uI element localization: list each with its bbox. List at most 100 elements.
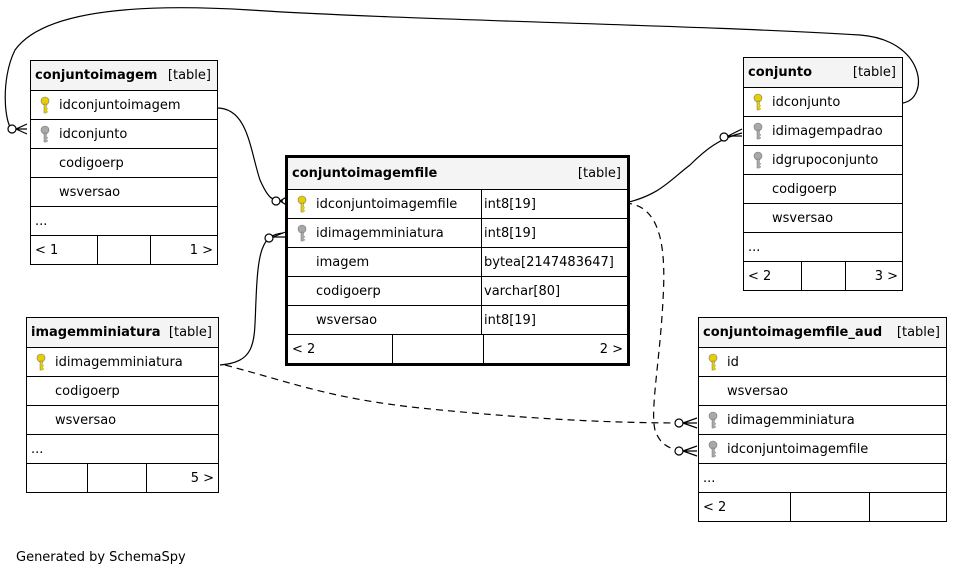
column-icon-slot [744, 151, 772, 169]
column-name: id [727, 354, 739, 370]
link-imagemminiatura-conjuntoimagemfile [219, 232, 284, 366]
column-name: idconjunto [772, 94, 841, 110]
column-name: codigoerp [59, 155, 124, 171]
table-type: [table] [577, 166, 621, 181]
parents-count [27, 464, 87, 492]
column-row[interactable]: wsversao [699, 377, 946, 406]
column-name: wsversao [772, 210, 834, 226]
table-header: conjuntoimagemfile_aud [table] [699, 318, 946, 348]
parents-count[interactable]: < 1 [35, 242, 59, 258]
table-header: conjuntoimagemfile [table] [288, 158, 627, 190]
table-name: imagemminiatura [31, 325, 161, 340]
column-row[interactable]: wsversao [31, 178, 217, 207]
column-row[interactable]: idimagemminiatura [27, 348, 218, 377]
children-count [869, 493, 946, 521]
column-name: idimagemminiatura [55, 354, 183, 370]
parents-count[interactable]: < 2 [292, 341, 316, 357]
column-icon-slot [744, 93, 772, 111]
column-type: bytea[2147483647] [481, 248, 627, 276]
table-header: conjunto [table] [744, 58, 902, 88]
column-row[interactable]: idgrupoconjunto [744, 146, 902, 175]
column-icon-slot [31, 96, 59, 114]
link-end-circle [674, 418, 684, 428]
table-name: conjuntoimagem [35, 68, 158, 83]
column-name: idimagempadrao [772, 123, 883, 139]
table-type: [table] [168, 325, 212, 340]
foreign-key-icon [753, 122, 763, 140]
primary-key-icon [36, 353, 46, 371]
table-type: [table] [852, 65, 896, 80]
column-name: idimagemminiatura [727, 412, 855, 428]
children-count[interactable]: 2 > [483, 335, 627, 363]
table-conjuntoimagemfile-aud[interactable]: conjuntoimagemfile_aud [table] id wsversa… [698, 317, 947, 522]
column-row[interactable]: codigoerp [31, 149, 217, 178]
primary-key-icon [708, 353, 718, 371]
column-name: wsversao [316, 312, 378, 328]
column-row[interactable]: idconjuntoimagemfile [699, 435, 946, 464]
table-footer: 5 > [27, 464, 218, 492]
primary-key-icon [753, 93, 763, 111]
column-row[interactable]: idconjuntoimagem [31, 91, 217, 120]
column-row[interactable]: codigoerp [744, 175, 902, 204]
column-row[interactable]: idimagempadrao [744, 117, 902, 146]
children-count[interactable]: 1 > [150, 236, 217, 264]
footer-middle [97, 236, 150, 264]
column-name: wsversao [59, 184, 121, 200]
table-footer: < 2 3 > [744, 262, 902, 290]
column-type: int8[19] [481, 190, 627, 218]
link-end-circle [264, 233, 274, 243]
column-name: wsversao [55, 412, 117, 428]
link-imagemminiatura-aud [224, 364, 687, 424]
column-name: codigoerp [316, 283, 381, 299]
table-footer: < 2 2 > [288, 335, 627, 363]
primary-key-icon [297, 195, 307, 213]
table-type: [table] [167, 68, 211, 83]
column-row[interactable]: idconjunto [31, 120, 217, 149]
table-footer: < 1 1 > [31, 236, 217, 264]
parents-count[interactable]: < 2 [748, 268, 772, 284]
generated-by-label: Generated by SchemaSpy [16, 550, 186, 565]
column-row[interactable]: wsversao [744, 204, 902, 233]
column-icon-slot [699, 353, 727, 371]
foreign-key-icon [708, 411, 718, 429]
column-icon-slot [31, 125, 59, 143]
column-icon-slot [699, 440, 727, 458]
column-row[interactable]: idconjunto [744, 88, 902, 117]
foreign-key-icon [297, 224, 307, 242]
footer-middle [392, 335, 483, 363]
crows-foot-icon [682, 417, 698, 429]
table-header: imagemminiatura [table] [27, 318, 218, 348]
table-footer: < 2 [699, 493, 946, 521]
foreign-key-icon [753, 151, 763, 169]
foreign-key-icon [40, 125, 50, 143]
column-row[interactable]: wsversao [27, 406, 218, 435]
column-row[interactable]: idimagemminiatura [699, 406, 946, 435]
table-name: conjuntoimagemfile_aud [703, 325, 883, 340]
column-row[interactable]: id [699, 348, 946, 377]
table-name: conjunto [748, 65, 813, 80]
column-icon-slot [288, 195, 316, 213]
column-name: wsversao [727, 383, 789, 399]
column-name: idgrupoconjunto [772, 152, 879, 168]
column-row[interactable]: codigoerp [27, 377, 218, 406]
footer-middle [790, 493, 869, 521]
column-icon-slot [699, 411, 727, 429]
column-name: idconjuntoimagemfile [727, 441, 869, 457]
table-conjuntoimagemfile[interactable]: conjuntoimagemfile [table] idconjuntoima… [285, 155, 630, 366]
crows-foot-icon [682, 445, 698, 457]
more-columns: ... [27, 435, 218, 464]
column-type: int8[19] [481, 219, 627, 247]
parents-count[interactable]: < 2 [703, 499, 727, 515]
table-imagemminiatura[interactable]: imagemminiatura [table] idimagemminiatur… [26, 317, 219, 493]
table-conjunto[interactable]: conjunto [table] idconjunto idimagempadra… [743, 57, 903, 291]
children-count[interactable]: 5 > [146, 464, 218, 492]
link-conjuntoimagemfile-aud [624, 202, 687, 452]
children-count[interactable]: 3 > [845, 262, 902, 290]
crows-foot-icon [727, 128, 743, 137]
